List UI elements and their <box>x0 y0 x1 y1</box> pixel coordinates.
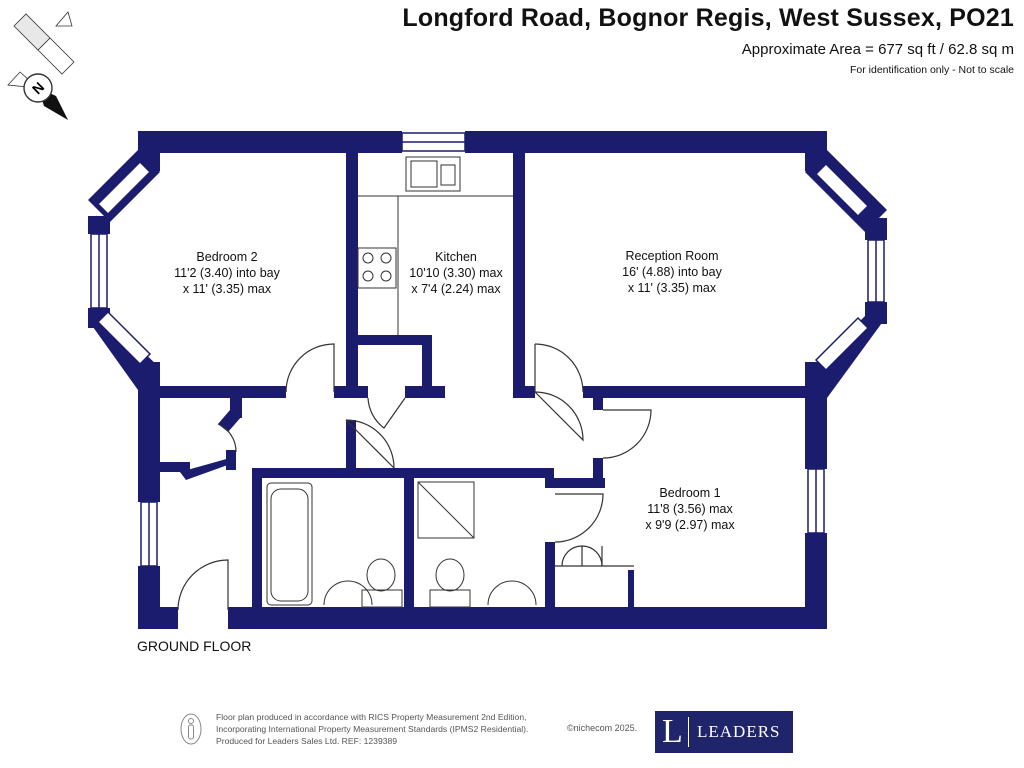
kitchen-fixtures <box>357 156 513 335</box>
room-label-reception-room: Reception Room 16' (4.88) into bay x 11'… <box>622 248 722 296</box>
person-info-icon <box>180 713 202 745</box>
room-dimension: 10'10 (3.30) max <box>409 266 503 280</box>
leaders-logo: L LEADERS <box>655 711 793 753</box>
room-name: Kitchen <box>435 250 477 264</box>
footer-line: Floor plan produced in accordance with R… <box>216 712 527 722</box>
room-name: Bedroom 1 <box>659 486 721 500</box>
room-label-kitchen: Kitchen 10'10 (3.30) max x 7'4 (2.24) ma… <box>409 249 502 297</box>
room-dimension: x 11' (3.35) max <box>627 281 717 295</box>
logo-word: LEADERS <box>697 722 781 741</box>
room-dimension: 11'8 (3.56) max <box>647 502 733 516</box>
room-dimension: x 7'4 (2.24) max <box>411 282 501 296</box>
windows <box>90 132 885 567</box>
room-name: Bedroom 2 <box>196 250 258 264</box>
property-address-title: Longford Road, Bognor Regis, West Sussex… <box>402 4 1014 32</box>
room-dimension: 16' (4.88) into bay <box>622 265 722 279</box>
footer-notes: Floor plan produced in accordance with R… <box>216 711 528 747</box>
doors <box>177 343 652 611</box>
copyright: ©nichecom 2025. <box>567 723 638 733</box>
bathroom-fixtures <box>266 481 537 608</box>
approximate-area: Approximate Area = 677 sq ft / 62.8 sq m <box>741 41 1014 58</box>
room-dimension: x 11' (3.35) max <box>182 282 272 296</box>
room-dimension: x 9'9 (2.97) max <box>645 518 735 532</box>
room-name: Reception Room <box>625 249 719 263</box>
footer-line: Incorporating International Property Mea… <box>216 724 529 734</box>
floor-label: GROUND FLOOR <box>137 638 252 654</box>
walls <box>88 131 887 629</box>
footer-line: Produced for Leaders Sales Ltd. REF: 123… <box>216 736 398 746</box>
room-label-bedroom-2: Bedroom 2 11'2 (3.40) into bay x 11' (3.… <box>174 249 280 297</box>
room-dimension: 11'2 (3.40) into bay <box>174 266 280 280</box>
logo-letter: L <box>662 713 683 750</box>
compass-icon: N <box>7 11 75 120</box>
logo-divider <box>688 717 689 747</box>
disclaimer-note: For identification only - Not to scale <box>850 64 1014 76</box>
room-label-bedroom-1: Bedroom 1 11'8 (3.56) max x 9'9 (2.97) m… <box>645 485 734 533</box>
